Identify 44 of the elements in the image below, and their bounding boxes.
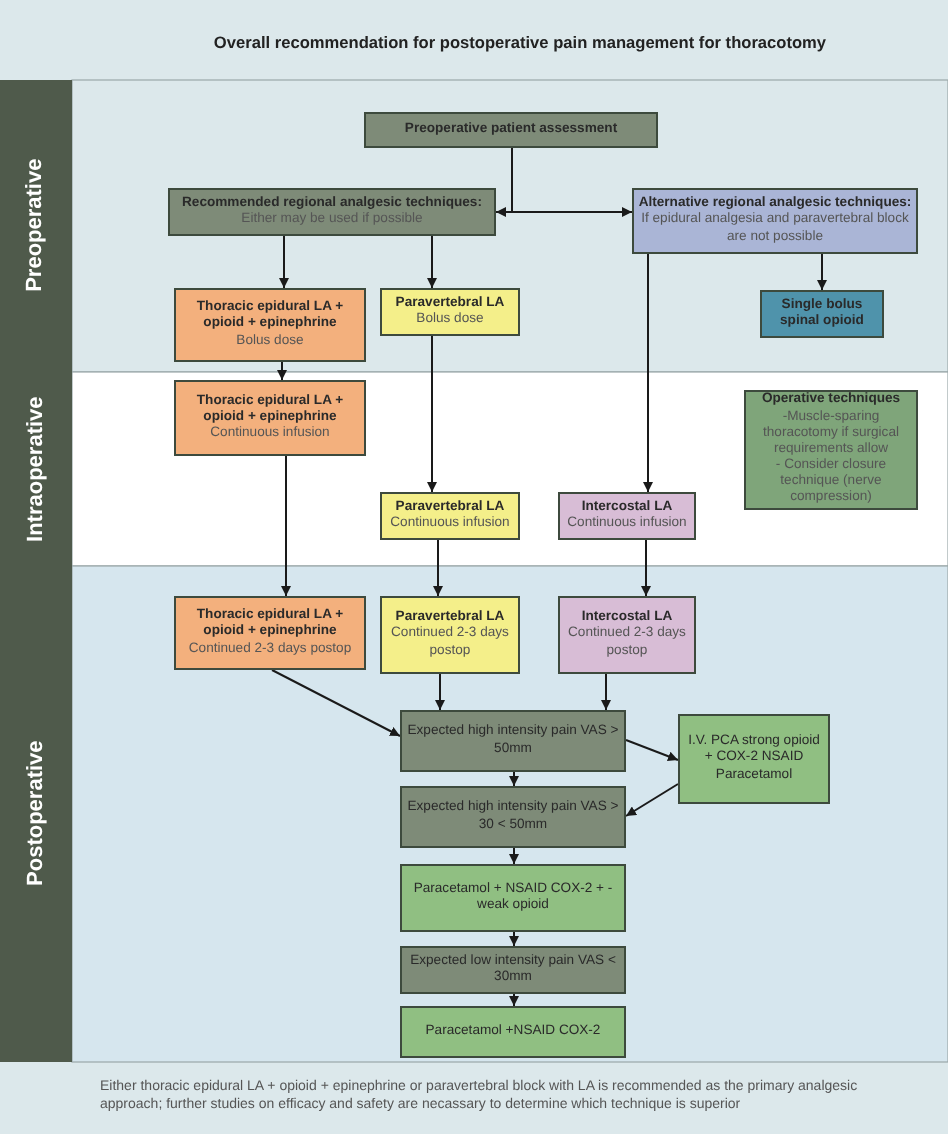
phase-label-bar (0, 80, 72, 372)
process-box (380, 288, 520, 336)
process-box (174, 380, 366, 456)
arrow (625, 739, 679, 762)
phase-label-bar (0, 566, 72, 1062)
arrow (509, 993, 519, 1007)
process-box (744, 390, 918, 510)
arrow (279, 235, 289, 289)
process-box (364, 112, 658, 148)
arrow (277, 361, 287, 381)
arrow (817, 253, 827, 291)
arrow (643, 253, 653, 493)
process-box (400, 864, 626, 932)
process-box (760, 290, 884, 338)
process-box (400, 786, 626, 848)
process-box (400, 1006, 626, 1058)
arrow (509, 931, 519, 947)
process-box (380, 492, 520, 540)
arrow (601, 673, 611, 711)
process-box (678, 714, 830, 804)
arrow (281, 455, 291, 597)
process-box (558, 492, 696, 540)
process-box (558, 596, 696, 674)
arrow (433, 539, 443, 597)
arrow (641, 539, 651, 597)
arrow (427, 235, 437, 289)
process-box (400, 946, 626, 994)
phase-label: Intraoperative (22, 396, 49, 542)
phase-label: Preoperative (22, 159, 49, 293)
process-box (174, 288, 366, 362)
process-box (174, 596, 366, 670)
process-box (168, 188, 496, 236)
arrow (625, 783, 679, 817)
phase-label: Postoperative (22, 741, 49, 887)
process-box (400, 710, 626, 772)
diagram-title: Overall recommendation for postoperative pain management for thoracotomy (211, 32, 829, 52)
arrow (435, 673, 445, 711)
process-box (380, 596, 520, 674)
arrow (509, 847, 519, 865)
arrow (511, 147, 633, 217)
process-box (632, 188, 918, 254)
arrow (509, 771, 519, 787)
arrow (427, 335, 437, 493)
arrow (271, 669, 401, 737)
